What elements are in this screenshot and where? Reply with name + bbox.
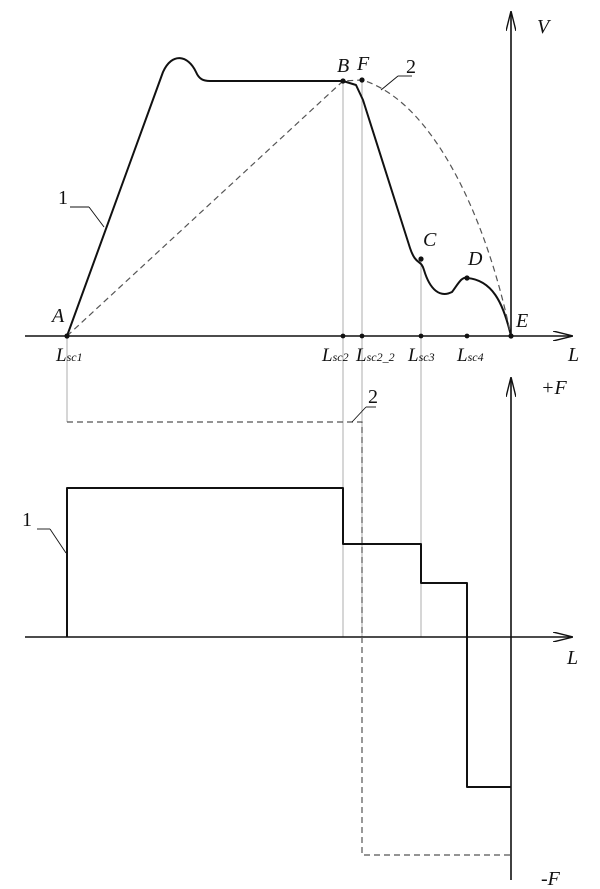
- position-prefix: L: [55, 345, 67, 366]
- tick-sc2-2-marker: [359, 333, 365, 339]
- point-label-d: D: [467, 248, 483, 270]
- leader-bottom-curve-1-diag: [49, 528, 67, 554]
- axis-label-plus-f: +F: [541, 377, 567, 399]
- point-d-marker: [464, 275, 470, 281]
- position-prefix: L: [407, 345, 419, 366]
- leader-bottom-curve-2: [351, 406, 367, 423]
- point-f-marker: [359, 77, 365, 83]
- axis-label-l-top: L: [567, 344, 579, 366]
- tick-sc3-marker: [418, 333, 424, 339]
- point-label-c: C: [423, 229, 437, 251]
- point-a-marker: [64, 333, 70, 339]
- bottom-curve-1-label: 1: [22, 509, 32, 531]
- bottom-curve-2-label: 2: [368, 386, 378, 408]
- leader-top-curve-1-diag: [88, 206, 105, 228]
- force-curve-1: [66, 487, 511, 788]
- point-label-b: B: [337, 55, 349, 77]
- position-label-sc2: Lsc2: [321, 345, 349, 366]
- point-c-marker: [418, 256, 424, 262]
- force-curves: [66, 421, 511, 856]
- position-subscript-sc2-2: sc2_2: [367, 350, 395, 364]
- axis-label-minus-f: -F: [541, 868, 561, 889]
- bottom-curve-labels: 1 2: [22, 386, 378, 554]
- bottom-axes: +F -F L: [25, 377, 578, 889]
- velocity-curve-2: [66, 79, 512, 337]
- velocity-curves: [66, 57, 512, 337]
- position-subscript-sc4: sc4: [468, 350, 484, 364]
- leader-top-curve-2: [380, 75, 399, 91]
- force-curve-2: [67, 421, 511, 856]
- point-label-f: F: [356, 53, 370, 75]
- position-label-sc4: Lsc4: [456, 345, 484, 366]
- tick-sc2-marker: [340, 333, 346, 339]
- top-axes: V L: [25, 12, 579, 366]
- position-label-sc3: Lsc3: [407, 345, 435, 366]
- point-label-a: A: [50, 305, 65, 327]
- velocity-curve-1: [66, 57, 512, 337]
- position-prefix: L: [456, 345, 468, 366]
- position-prefix: L: [321, 345, 333, 366]
- position-labels: Lsc1 Lsc2 Lsc2_2 Lsc3 Lsc4: [55, 345, 484, 366]
- position-subscript-sc2: sc2: [333, 350, 349, 364]
- position-label-sc1: Lsc1: [55, 345, 83, 366]
- top-curve-2-label: 2: [406, 56, 416, 78]
- top-curve-labels: 1 2: [58, 56, 416, 228]
- position-label-sc2-2: Lsc2_2: [355, 345, 395, 366]
- point-e-marker: [508, 333, 514, 339]
- position-subscript-sc3: sc3: [419, 350, 435, 364]
- tick-sc4-marker: [464, 333, 470, 339]
- point-label-e: E: [515, 310, 528, 332]
- position-subscript-sc1: sc1: [67, 350, 83, 364]
- axis-label-l-bottom: L: [566, 647, 578, 669]
- point-b-marker: [340, 78, 346, 84]
- key-points: A B F C D E: [50, 53, 528, 339]
- position-prefix: L: [355, 345, 367, 366]
- top-curve-1-label: 1: [58, 187, 68, 209]
- axis-label-v: V: [537, 16, 552, 38]
